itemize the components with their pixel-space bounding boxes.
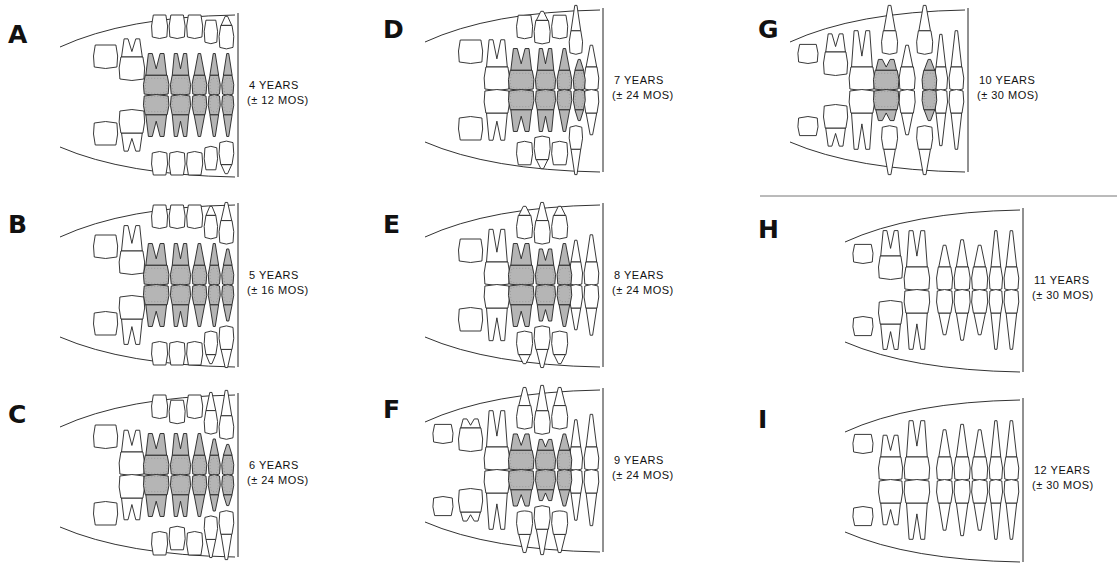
panel-letter: G [758, 15, 779, 44]
panel-letter: H [758, 215, 779, 244]
dental-arch [845, 398, 1023, 562]
dental-arch [790, 5, 968, 174]
age-range-label: (± 30 MOS) [1032, 479, 1094, 492]
age-label: 5 YEARS [249, 269, 299, 282]
panel-letter: D [383, 15, 404, 44]
age-label: 6 YEARS [249, 459, 299, 472]
dental-arch [845, 208, 1023, 372]
age-range-label: (± 12 MOS) [247, 94, 309, 107]
dental-arch [425, 385, 603, 554]
age-range-label: (± 30 MOS) [1032, 289, 1094, 302]
panel-letter: B [8, 210, 27, 239]
dental-arch [425, 5, 603, 174]
panel-letter: E [383, 210, 400, 239]
dental-arch [60, 202, 238, 367]
age-label: 9 YEARS [614, 454, 664, 467]
age-label: 7 YEARS [614, 74, 664, 87]
age-label: 12 YEARS [1034, 464, 1090, 477]
age-range-label: (± 24 MOS) [612, 89, 674, 102]
age-range-label: (± 24 MOS) [612, 284, 674, 297]
age-label: 11 YEARS [1034, 274, 1090, 287]
age-range-label: (± 24 MOS) [247, 474, 309, 487]
age-label: 8 YEARS [614, 269, 664, 282]
panel-letter: I [758, 405, 767, 434]
dental-arch [60, 390, 238, 559]
age-label: 4 YEARS [249, 79, 299, 92]
panel-letter: A [8, 20, 27, 49]
age-range-label: (± 16 MOS) [247, 284, 309, 297]
panel-letter: C [8, 400, 26, 429]
age-range-label: (± 30 MOS) [977, 89, 1039, 102]
age-label: 10 YEARS [979, 74, 1035, 87]
age-range-label: (± 24 MOS) [612, 469, 674, 482]
panel-letter: F [383, 395, 400, 424]
dental-arch [60, 13, 238, 177]
dental-arch [425, 202, 603, 367]
